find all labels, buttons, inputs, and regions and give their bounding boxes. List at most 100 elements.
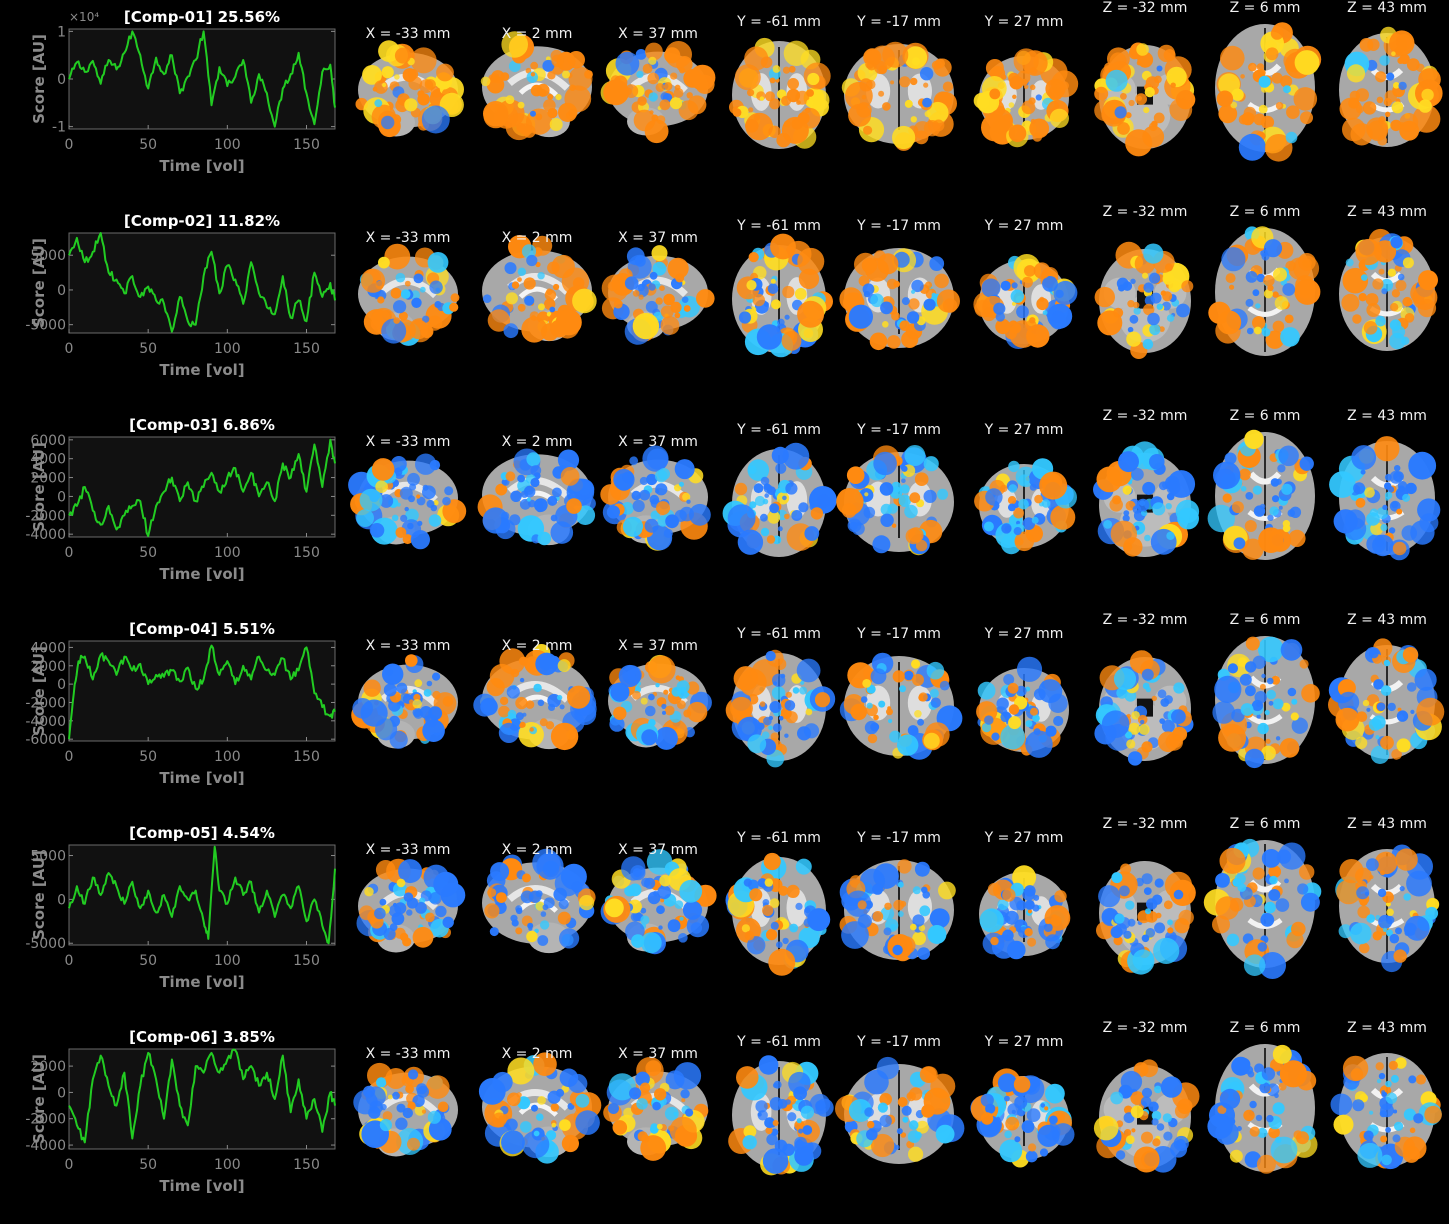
- slice-coordinate-label: X = 37 mm: [603, 26, 713, 42]
- slice-coordinate-label: Z = 6 mm: [1210, 204, 1320, 220]
- slice-coordinate-label: Z = 43 mm: [1332, 1020, 1442, 1036]
- x-tick-label: 150: [293, 1157, 320, 1173]
- y-axis-label: Score [AU]: [30, 646, 48, 736]
- plot-area: [69, 29, 335, 129]
- y-tick-label: 0: [57, 892, 66, 908]
- plot-area: [69, 641, 335, 741]
- slice-coordinate-label: X = 37 mm: [603, 842, 713, 858]
- y-exponent-label: ×10⁴: [69, 10, 99, 24]
- x-tick-label: 100: [214, 749, 241, 765]
- y-axis-label: Score [AU]: [30, 238, 48, 328]
- slice-coordinate-label: X = -33 mm: [353, 26, 463, 42]
- x-axis-label: Time [vol]: [159, 973, 244, 991]
- chart-title: [Comp-01] 25.56%: [124, 8, 280, 26]
- x-tick-label: 0: [65, 749, 74, 765]
- slice-coordinate-label: Z = 43 mm: [1332, 612, 1442, 628]
- slice-coordinate-label: Y = -17 mm: [844, 830, 954, 846]
- y-axis-label: Score [AU]: [30, 34, 48, 124]
- x-axis-label: Time [vol]: [159, 565, 244, 583]
- x-tick-label: 50: [139, 137, 157, 153]
- slice-coordinate-label: Y = 27 mm: [969, 1034, 1079, 1050]
- x-tick-label: 100: [214, 545, 241, 561]
- y-tick-label: 0: [57, 283, 66, 299]
- x-tick-label: 50: [139, 545, 157, 561]
- x-axis-label: Time [vol]: [159, 361, 244, 379]
- chart-title: [Comp-06] 3.85%: [129, 1028, 275, 1046]
- slice-coordinate-label: X = -33 mm: [353, 1046, 463, 1062]
- x-tick-label: 150: [293, 341, 320, 357]
- slice-coordinate-label: Y = 27 mm: [969, 830, 1079, 846]
- slice-coordinate-label: Y = -61 mm: [724, 218, 834, 234]
- activation-blobs: [723, 443, 837, 555]
- slice-coordinate-label: Y = -17 mm: [844, 1034, 954, 1050]
- activation-blobs: [840, 859, 956, 961]
- x-tick-label: 100: [214, 137, 241, 153]
- slice-coordinate-label: Z = 6 mm: [1210, 0, 1320, 16]
- slice-coordinate-label: Y = -61 mm: [724, 830, 834, 846]
- y-tick-label: 1: [57, 24, 66, 40]
- x-tick-label: 150: [293, 137, 320, 153]
- slice-coordinate-label: Y = 27 mm: [969, 218, 1079, 234]
- x-tick-label: 0: [65, 341, 74, 357]
- slice-coordinate-label: Z = 6 mm: [1210, 816, 1320, 832]
- x-tick-label: 150: [293, 953, 320, 969]
- activation-blobs: [609, 655, 712, 750]
- y-tick-label: 0: [57, 1085, 66, 1101]
- x-tick-label: 100: [214, 1157, 241, 1173]
- slice-coordinate-label: Z = 6 mm: [1210, 408, 1320, 424]
- slice-coordinate-label: Z = -32 mm: [1090, 1020, 1200, 1036]
- activation-blobs: [737, 234, 833, 358]
- slice-coordinate-label: Y = -61 mm: [724, 422, 834, 438]
- slice-coordinate-label: X = 2 mm: [482, 842, 592, 858]
- slice-coordinate-label: X = -33 mm: [353, 434, 463, 450]
- activation-blobs: [1094, 43, 1195, 157]
- slice-coordinate-label: Y = -17 mm: [844, 422, 954, 438]
- slice-coordinate-label: X = 2 mm: [482, 638, 592, 654]
- slice-coordinate-label: Z = 6 mm: [1210, 612, 1320, 628]
- slice-coordinate-label: Y = -17 mm: [844, 14, 954, 30]
- slice-coordinate-label: Z = 43 mm: [1332, 204, 1442, 220]
- slice-coordinate-label: Y = -61 mm: [724, 1034, 834, 1050]
- slice-coordinate-label: Y = 27 mm: [969, 626, 1079, 642]
- slice-coordinate-label: Z = -32 mm: [1090, 816, 1200, 832]
- x-tick-label: 150: [293, 545, 320, 561]
- x-tick-label: 0: [65, 137, 74, 153]
- slice-coordinate-label: Z = 43 mm: [1332, 408, 1442, 424]
- slice-coordinate-label: X = 2 mm: [482, 434, 592, 450]
- x-tick-label: 0: [65, 1157, 74, 1173]
- slice-coordinate-label: X = 37 mm: [603, 434, 713, 450]
- y-tick-label: -1: [52, 120, 66, 136]
- chart-title: [Comp-03] 6.86%: [129, 416, 275, 434]
- x-tick-label: 50: [139, 749, 157, 765]
- activation-blobs: [974, 458, 1077, 554]
- chart-title: [Comp-04] 5.51%: [129, 620, 275, 638]
- x-tick-label: 50: [139, 953, 157, 969]
- x-axis-label: Time [vol]: [159, 157, 244, 175]
- slice-coordinate-label: X = 2 mm: [482, 230, 592, 246]
- slice-coordinate-label: X = -33 mm: [353, 638, 463, 654]
- y-axis-label: Score [AU]: [30, 442, 48, 532]
- y-tick-label: 0: [57, 489, 66, 505]
- slice-coordinate-label: X = 2 mm: [482, 26, 592, 42]
- x-tick-label: 50: [139, 1157, 157, 1173]
- y-tick-label: 0: [57, 677, 66, 693]
- chart-title: [Comp-05] 4.54%: [129, 824, 275, 842]
- activation-blobs: [976, 657, 1068, 758]
- slice-coordinate-label: X = 2 mm: [482, 1046, 592, 1062]
- y-axis-label: Score [AU]: [30, 1054, 48, 1144]
- slice-coordinate-label: Z = 43 mm: [1332, 0, 1442, 16]
- chart-title: [Comp-02] 11.82%: [124, 212, 280, 230]
- slice-coordinate-label: X = 37 mm: [603, 1046, 713, 1062]
- slice-coordinate-label: Y = -61 mm: [724, 14, 834, 30]
- activation-blobs: [601, 849, 717, 954]
- activation-blobs: [726, 650, 835, 768]
- slice-coordinate-label: X = 37 mm: [603, 230, 713, 246]
- plot-area: [69, 1049, 335, 1149]
- slice-coordinate-label: Y = -61 mm: [724, 626, 834, 642]
